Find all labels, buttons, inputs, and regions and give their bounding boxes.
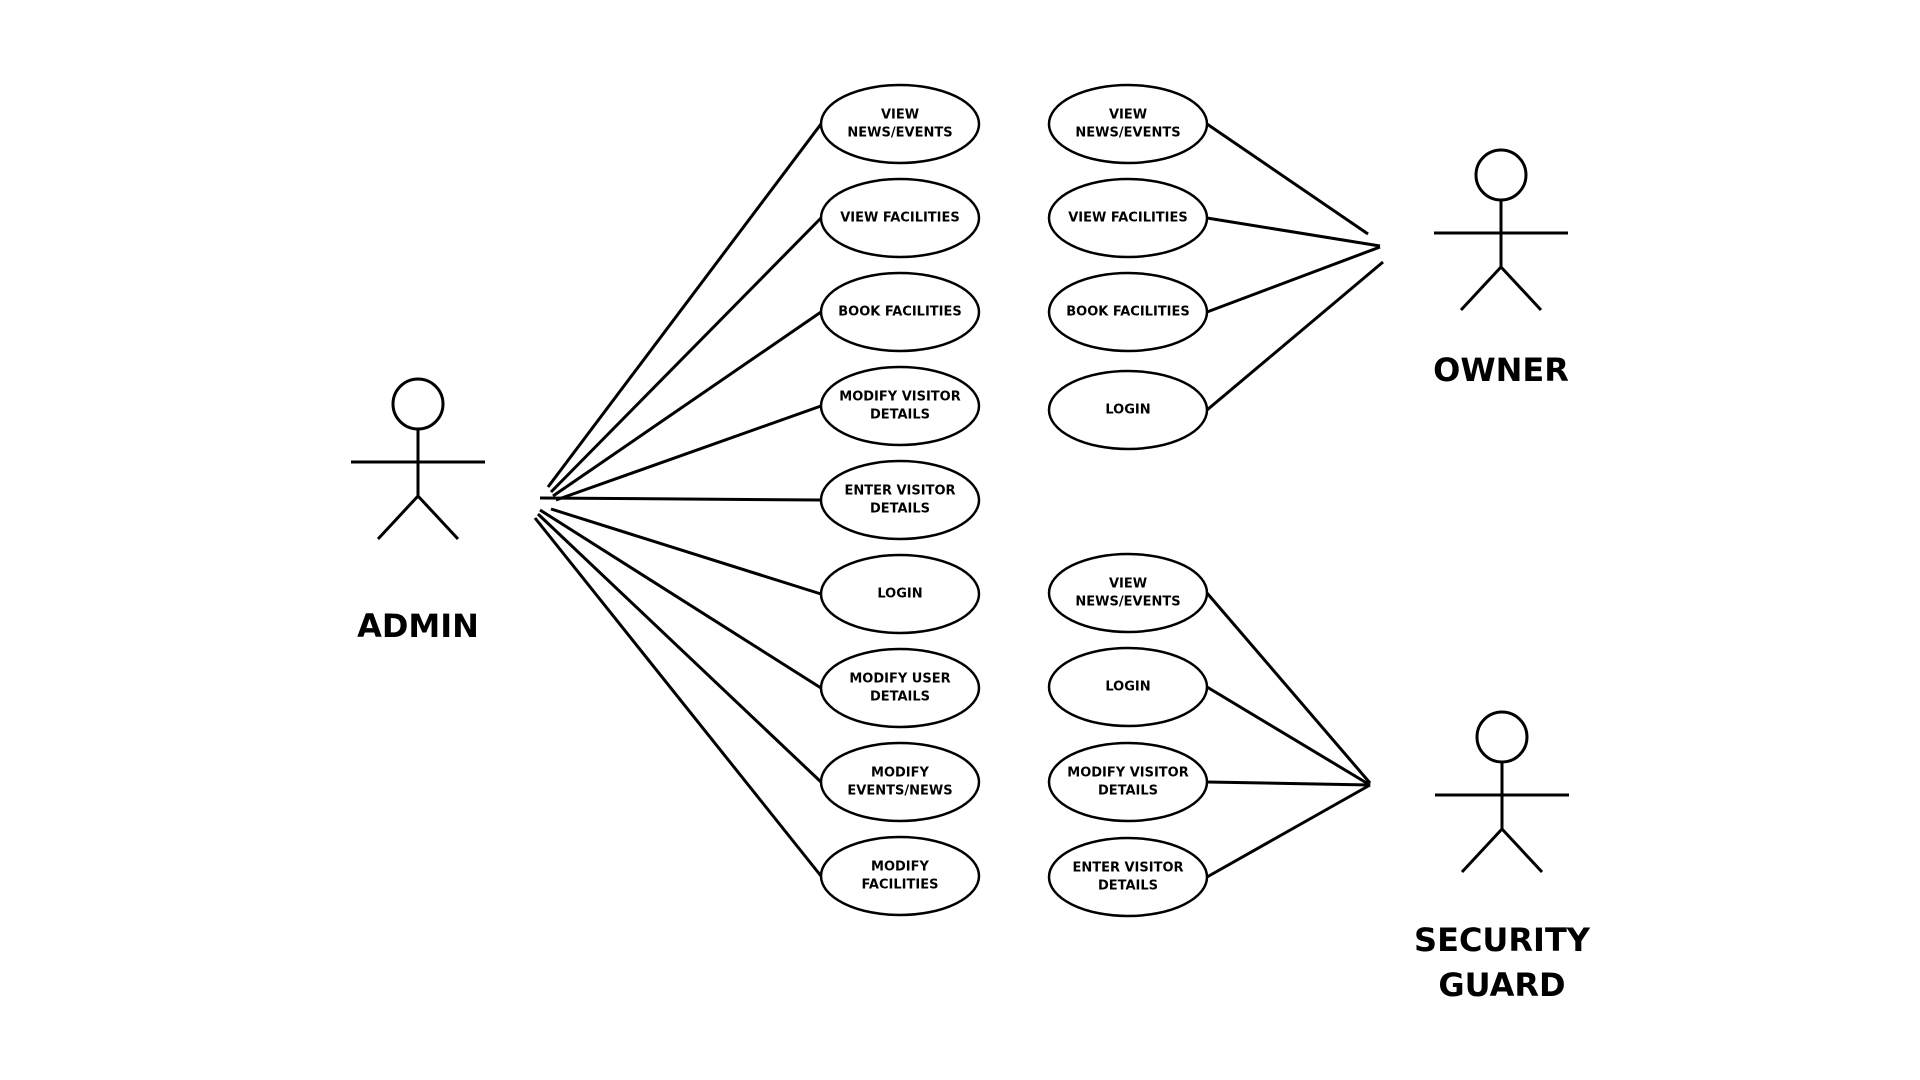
admin-use-case[interactable]: ENTER VISITOR DETAILS	[819, 459, 981, 541]
actor-group: ADMIN OWNER SECURITY GUARD	[351, 148, 1591, 1004]
use-case-label: VIEW	[1109, 108, 1147, 123]
use-case-label: ENTER VISITOR	[1072, 861, 1183, 876]
use-case-label: MODIFY VISITOR	[1067, 766, 1188, 781]
use-case-ellipse	[819, 741, 981, 823]
admin-use-case[interactable]: BOOK FACILITIES	[819, 271, 981, 353]
use-case-label: LOGIN	[1105, 680, 1150, 695]
owner-use-case[interactable]: VIEW FACILITIES	[1047, 177, 1209, 259]
use-case-label: MODIFY VISITOR	[839, 390, 960, 405]
use-case-label: MODIFY USER	[849, 672, 950, 687]
guard-association-line	[1206, 780, 1371, 787]
actor-left-leg-icon	[1459, 265, 1503, 312]
admin-use-case[interactable]: MODIFY VISITOR DETAILS	[819, 365, 981, 447]
use-case-label: DETAILS	[1098, 879, 1158, 894]
actor-admin: ADMIN	[351, 377, 485, 645]
actor-label: ADMIN	[357, 607, 479, 645]
admin-use-case[interactable]: VIEW FACILITIES	[819, 177, 981, 259]
use-case-ellipse	[1047, 177, 1209, 259]
use-case-label: LOGIN	[877, 587, 922, 602]
actor-head-icon	[1474, 148, 1528, 202]
owner-association-line	[1206, 122, 1369, 236]
admin-use-case[interactable]: LOGIN	[819, 553, 981, 635]
use-case-ellipse	[1047, 646, 1209, 728]
use-case-ellipse	[819, 459, 981, 541]
use-case-ellipse	[1047, 83, 1209, 165]
guard-use-case[interactable]: ENTER VISITOR DETAILS	[1047, 836, 1209, 918]
actor-right-leg-icon	[1500, 827, 1544, 874]
admin-use-case[interactable]: MODIFY FACILITIES	[819, 835, 981, 917]
owner-use-case[interactable]: VIEW NEWS/EVENTS	[1047, 83, 1209, 165]
actor-label: OWNER	[1433, 351, 1569, 389]
admin-association-line	[555, 404, 822, 502]
guard-use-case[interactable]: MODIFY VISITOR DETAILS	[1047, 741, 1209, 823]
use-case-label: LOGIN	[1105, 403, 1150, 418]
use-case-label: DETAILS	[870, 408, 930, 423]
use-case-ellipse	[1047, 369, 1209, 451]
admin-association-line	[539, 508, 822, 690]
use-case-label: DETAILS	[870, 690, 930, 705]
actor-guard: SECURITY GUARD	[1414, 710, 1591, 1004]
use-case-label: BOOK FACILITIES	[1066, 305, 1190, 320]
use-case-ellipse	[1047, 552, 1209, 634]
actor-label: SECURITY	[1414, 921, 1591, 959]
use-case-ellipse	[819, 83, 981, 165]
use-case-label: DETAILS	[1098, 784, 1158, 799]
use-case-group: VIEW NEWS/EVENTS VIEW FACILITIES BOOK FACIL…	[819, 83, 1209, 918]
admin-use-case[interactable]: MODIFY USER DETAILS	[819, 647, 981, 729]
use-case-ellipse	[819, 553, 981, 635]
admin-association-line	[533, 517, 823, 877]
use-case-label: DETAILS	[870, 502, 930, 517]
guard-association-line	[1206, 783, 1371, 879]
actor-head-icon	[1475, 710, 1529, 764]
admin-use-case[interactable]: MODIFY EVENTS/NEWS	[819, 741, 981, 823]
actor-left-leg-icon	[1460, 827, 1504, 874]
actor-label: GUARD	[1438, 966, 1565, 1004]
use-case-ellipse	[1047, 271, 1209, 353]
use-case-ellipse	[819, 647, 981, 729]
admin-association-line	[549, 216, 823, 494]
use-case-ellipse	[1047, 836, 1209, 918]
actor-left-leg-icon	[376, 494, 420, 541]
use-case-label: MODIFY	[871, 860, 929, 875]
actor-right-leg-icon	[416, 494, 460, 541]
use-case-label: NEWS/EVENTS	[1075, 595, 1180, 610]
guard-association-line	[1206, 685, 1371, 787]
use-case-label: ENTER VISITOR	[844, 484, 955, 499]
admin-association-line	[536, 512, 823, 784]
guard-association-line	[1205, 592, 1372, 784]
use-case-label: VIEW FACILITIES	[840, 211, 960, 226]
use-case-label: NEWS/EVENTS	[847, 126, 952, 141]
admin-association-line	[539, 496, 822, 502]
owner-use-case[interactable]: LOGIN	[1047, 369, 1209, 451]
use-case-label: VIEW	[1109, 577, 1147, 592]
owner-association-line	[1206, 260, 1384, 412]
use-case-ellipse	[819, 271, 981, 353]
use-case-ellipse	[819, 835, 981, 917]
admin-association-line	[550, 507, 822, 596]
use-case-label: FACILITIES	[862, 878, 939, 893]
guard-use-case[interactable]: LOGIN	[1047, 646, 1209, 728]
admin-association-line	[552, 310, 822, 498]
owner-use-case[interactable]: BOOK FACILITIES	[1047, 271, 1209, 353]
use-case-label: MODIFY	[871, 766, 929, 781]
use-case-label: NEWS/EVENTS	[1075, 126, 1180, 141]
guard-use-case[interactable]: VIEW NEWS/EVENTS	[1047, 552, 1209, 634]
use-case-label: EVENTS/NEWS	[847, 784, 952, 799]
use-case-label: VIEW	[881, 108, 919, 123]
admin-use-case[interactable]: VIEW NEWS/EVENTS	[819, 83, 981, 165]
owner-association-line	[1206, 245, 1381, 314]
admin-association-line	[546, 123, 823, 488]
use-case-ellipse	[819, 365, 981, 447]
owner-association-line	[1206, 216, 1381, 248]
association-lines	[533, 122, 1384, 879]
actor-right-leg-icon	[1499, 265, 1543, 312]
actor-owner: OWNER	[1433, 148, 1569, 389]
use-case-ellipse	[1047, 741, 1209, 823]
actor-head-icon	[391, 377, 445, 431]
use-case-label: BOOK FACILITIES	[838, 305, 962, 320]
use-case-ellipse	[819, 177, 981, 259]
use-case-label: VIEW FACILITIES	[1068, 211, 1188, 226]
